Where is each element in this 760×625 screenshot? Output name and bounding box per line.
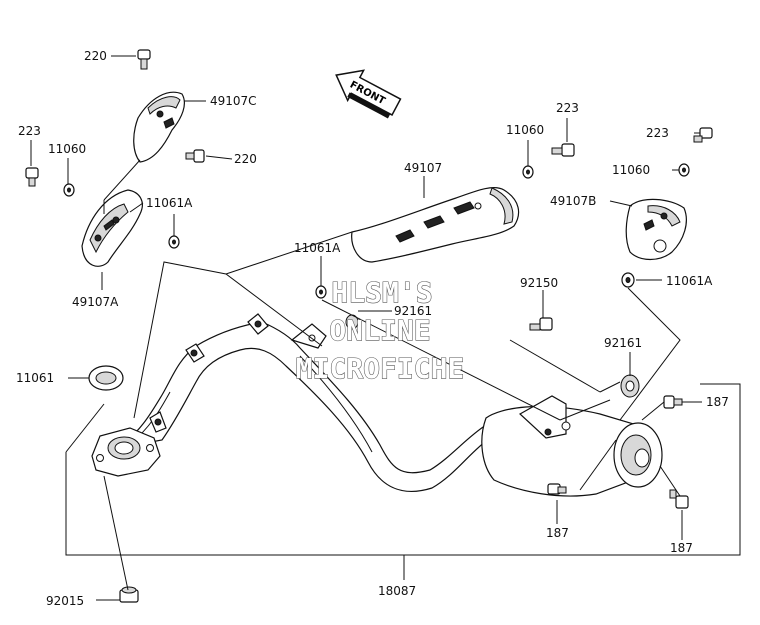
bolt-223-right [693,127,713,143]
heat-guard-49107 [351,186,520,263]
gasket-11061 [88,365,124,391]
heat-guard-49107a [81,189,143,267]
leader-lines [30,55,741,601]
label-223-left: 223 [18,124,41,138]
label-11060-center: 11060 [506,123,544,137]
watermark-line-2: ONLINE [329,314,430,347]
label-18087: 18087 [378,584,416,598]
pipe-bracket-upper [185,343,205,363]
bolt-92150 [529,317,553,331]
watermark-line-1: HLSM'S [331,276,432,309]
label-187-bottom-right: 187 [670,541,693,555]
front-arrow: FRONT [335,69,402,119]
bolt-223-center [551,143,575,157]
label-11061a-left: 11061A [146,196,193,210]
label-92015: 92015 [46,594,84,608]
bolt-187-bottom-right [669,489,689,509]
label-187-bottom-left: 187 [546,526,569,540]
bolt-187-bottom-left [547,483,567,495]
label-11060-left: 11060 [48,142,86,156]
label-223-right: 223 [646,126,669,140]
bolt-220-lower [185,149,205,163]
label-92161-right: 92161 [604,336,642,350]
watermark-line-3: MICROFICHE [296,352,465,385]
label-49107b: 49107B [550,194,596,208]
label-220-top: 220 [84,49,107,63]
exhaust-pipe [117,321,491,492]
watermark: HLSM'S ONLINE MICROFICHE [295,275,465,385]
bolt-187-right [663,395,683,409]
label-92161-mid: 92161 [394,304,432,318]
label-49107a: 49107A [72,295,119,309]
label-11061: 11061 [16,371,54,385]
bolt-220-top [137,49,151,70]
label-92150: 92150 [520,276,558,290]
label-11061a-right: 11061A [666,274,713,288]
heat-guard-49107c [133,91,185,163]
label-11060-right: 11060 [612,163,650,177]
label-223-center: 223 [556,101,579,115]
damper-92161-right [620,374,640,398]
bolt-223-left [25,167,39,187]
nut-92015 [119,586,139,603]
label-220-lower: 220 [234,152,257,166]
exhaust-flange [91,427,161,477]
label-49107c: 49107C [210,94,257,108]
label-11061a-mid: 11061A [294,241,341,255]
label-49107: 49107 [404,161,442,175]
label-187-right: 187 [706,395,729,409]
pipe-bracket-top [247,313,269,335]
muffler [481,395,663,497]
pipe-bracket-front [149,411,167,433]
heat-guard-49107b [625,198,687,261]
